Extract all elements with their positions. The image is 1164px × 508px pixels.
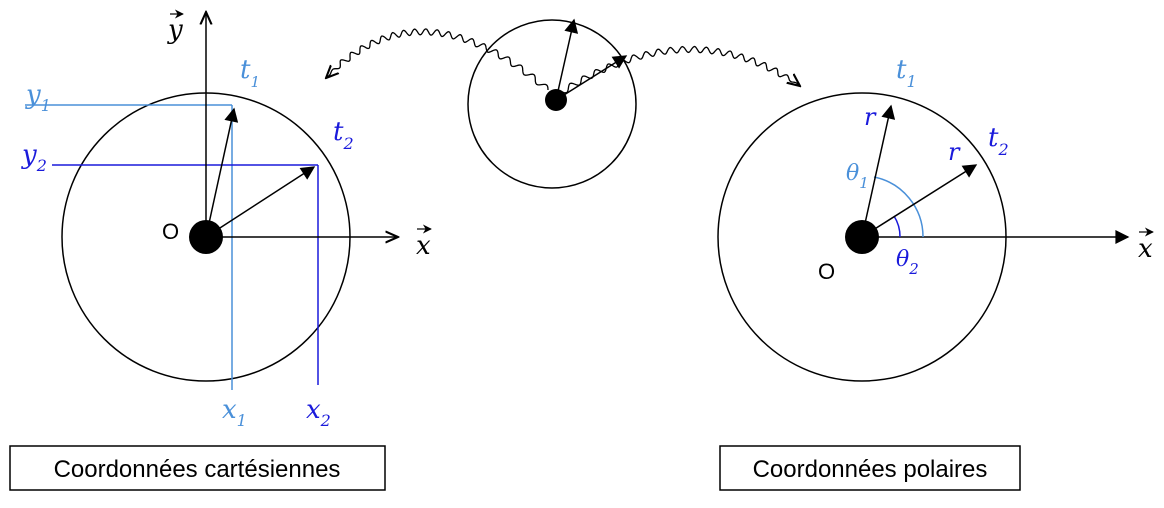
polar-origin-dot bbox=[845, 220, 879, 254]
y1-label: y1 bbox=[25, 80, 51, 115]
polar-caption-box bbox=[719, 445, 1021, 491]
polar-t2-label: t2 bbox=[988, 123, 1009, 159]
theta2-arc bbox=[893, 215, 901, 238]
t1-label: t1 bbox=[240, 55, 260, 91]
middle-panel bbox=[326, 18, 800, 189]
vector-t1 bbox=[205, 107, 239, 238]
wavy-arrow-left bbox=[326, 28, 549, 91]
polar-r2-label: r bbox=[948, 138, 961, 166]
polar-panel: O x t1 t2 r r θ1 θ2 Coordonnées polaires bbox=[717, 55, 1154, 491]
middle-vector-1 bbox=[555, 18, 579, 101]
polar-r1-label: r bbox=[864, 103, 877, 131]
polar-vector-t1 bbox=[861, 104, 896, 238]
cartesian-caption: Coordonnées cartésiennes bbox=[54, 456, 341, 483]
theta1-arc bbox=[873, 176, 924, 238]
polar-vector-t2 bbox=[861, 164, 978, 238]
polar-origin-label: O bbox=[818, 259, 835, 284]
middle-vector-2 bbox=[555, 55, 628, 101]
polar-t1-label: t1 bbox=[896, 55, 917, 91]
origin-dot bbox=[189, 220, 223, 254]
x-axis-label: x bbox=[416, 231, 431, 261]
y-axis-label: y bbox=[167, 15, 183, 45]
origin-label: O bbox=[162, 219, 179, 244]
theta1-label: θ1 bbox=[846, 161, 869, 192]
cartesian-panel: O y x t1 t2 y1 y2 x1 x2 Coordonnées cart… bbox=[9, 9, 432, 491]
x2-label: x2 bbox=[306, 395, 331, 430]
polar-x-axis-label: x bbox=[1138, 234, 1153, 264]
middle-circle bbox=[467, 19, 637, 189]
t2-label: t2 bbox=[333, 117, 354, 153]
x1-label: x1 bbox=[222, 395, 247, 430]
middle-origin-dot bbox=[545, 89, 567, 111]
cartesian-caption-box bbox=[9, 445, 386, 491]
y2-label: y2 bbox=[21, 140, 47, 175]
theta2-label: θ2 bbox=[896, 247, 919, 278]
vector-t2 bbox=[205, 166, 316, 238]
polar-caption: Coordonnées polaires bbox=[753, 456, 988, 483]
wavy-arrow-right bbox=[561, 45, 800, 94]
